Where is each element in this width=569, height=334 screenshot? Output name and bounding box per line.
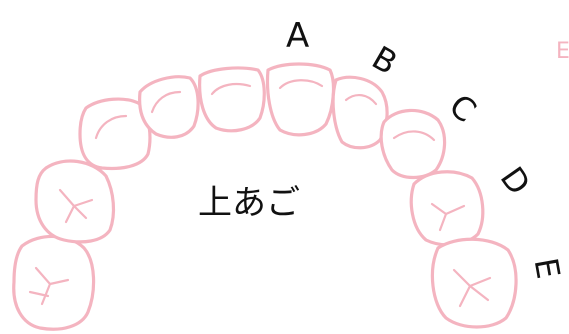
tooth-label-c: C xyxy=(442,86,484,129)
tooth-left-canine xyxy=(138,75,200,139)
tooth-right-second-molar xyxy=(430,237,518,329)
tooth-left-lateral-incisor xyxy=(198,66,266,133)
tooth-right-first-molar xyxy=(409,170,485,247)
tooth-label-b: B xyxy=(366,38,404,82)
jaw-label: 上あご xyxy=(198,183,300,223)
tooth-left-central-incisor xyxy=(265,62,336,137)
tooth-right-canine xyxy=(379,108,447,180)
tooth-label-a: A xyxy=(286,16,309,56)
cutoff-letter-e: E xyxy=(556,39,569,64)
tooth-right-lateral-incisor xyxy=(331,75,389,150)
tooth-left-premolar xyxy=(78,97,152,171)
tooth-left-second-molar xyxy=(12,234,96,331)
tooth-label-e: E xyxy=(527,255,568,282)
tooth-left-first-molar xyxy=(34,159,116,244)
tooth-label-d: D xyxy=(493,160,538,202)
